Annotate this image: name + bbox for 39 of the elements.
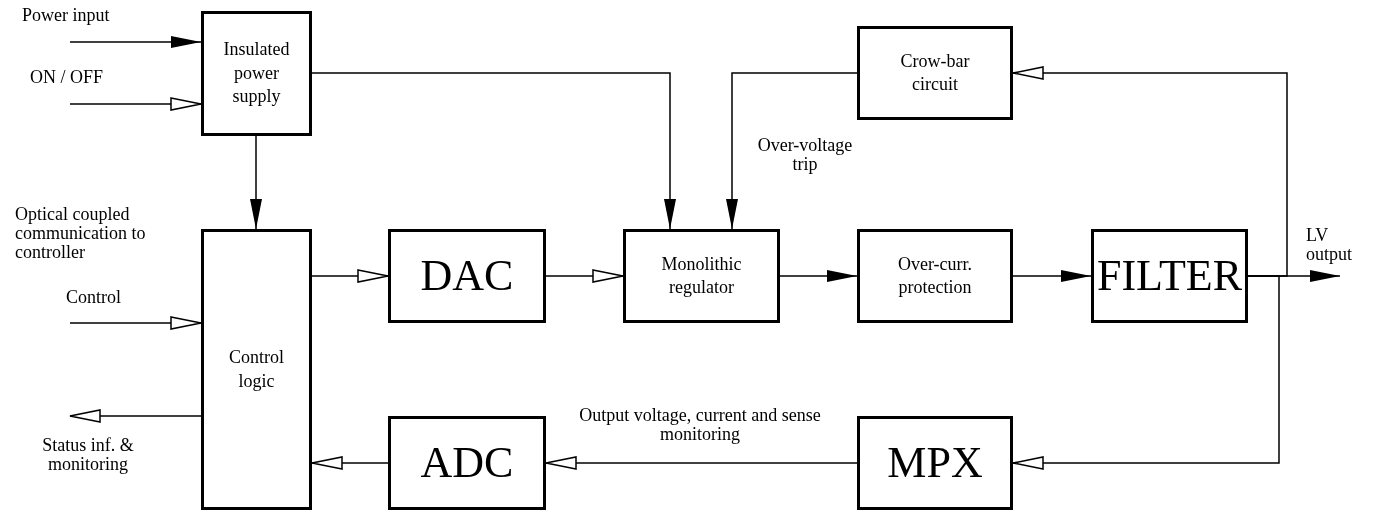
block-label: FILTER xyxy=(1096,254,1243,298)
block-label: Crow-bar circuit xyxy=(899,49,971,96)
arrow xyxy=(311,456,389,470)
signal-label: LV output xyxy=(1306,226,1353,264)
block-box xyxy=(623,229,780,323)
arrow xyxy=(311,72,676,230)
arrow xyxy=(726,72,858,230)
signal-label: Power input xyxy=(22,6,110,25)
signal-label: ON / OFF xyxy=(30,68,104,87)
signal-label: Optical coupled communication to controller xyxy=(15,205,147,262)
block-label: MPX xyxy=(887,441,983,485)
block-label: DAC xyxy=(420,254,514,298)
arrow xyxy=(1012,270,1092,282)
arrow xyxy=(1012,66,1288,277)
block-box xyxy=(857,229,1013,323)
arrow xyxy=(1012,275,1280,470)
block-box xyxy=(857,416,1013,510)
block-box xyxy=(201,11,312,136)
arrow xyxy=(545,269,624,283)
block-box xyxy=(1091,229,1248,323)
block-box xyxy=(857,26,1013,120)
block-label: Control logic xyxy=(228,346,285,393)
block-box xyxy=(201,229,312,510)
block-box xyxy=(388,416,546,510)
arrow xyxy=(69,316,202,330)
block-label: ADC xyxy=(420,441,514,485)
signal-label: Control xyxy=(66,288,121,307)
block-label: Monolithic regulator xyxy=(660,252,743,299)
arrow xyxy=(779,270,858,282)
arrow xyxy=(69,36,202,48)
block-label: Over-curr. protection xyxy=(896,252,974,299)
signal-label: Status inf. & monitoring xyxy=(41,436,135,474)
arrow xyxy=(69,409,202,423)
arrow xyxy=(311,269,389,283)
block-box xyxy=(388,229,546,323)
arrow xyxy=(545,456,858,470)
arrow xyxy=(69,97,202,111)
block-label: Insulated power supply xyxy=(222,38,291,109)
arrow xyxy=(250,135,262,230)
